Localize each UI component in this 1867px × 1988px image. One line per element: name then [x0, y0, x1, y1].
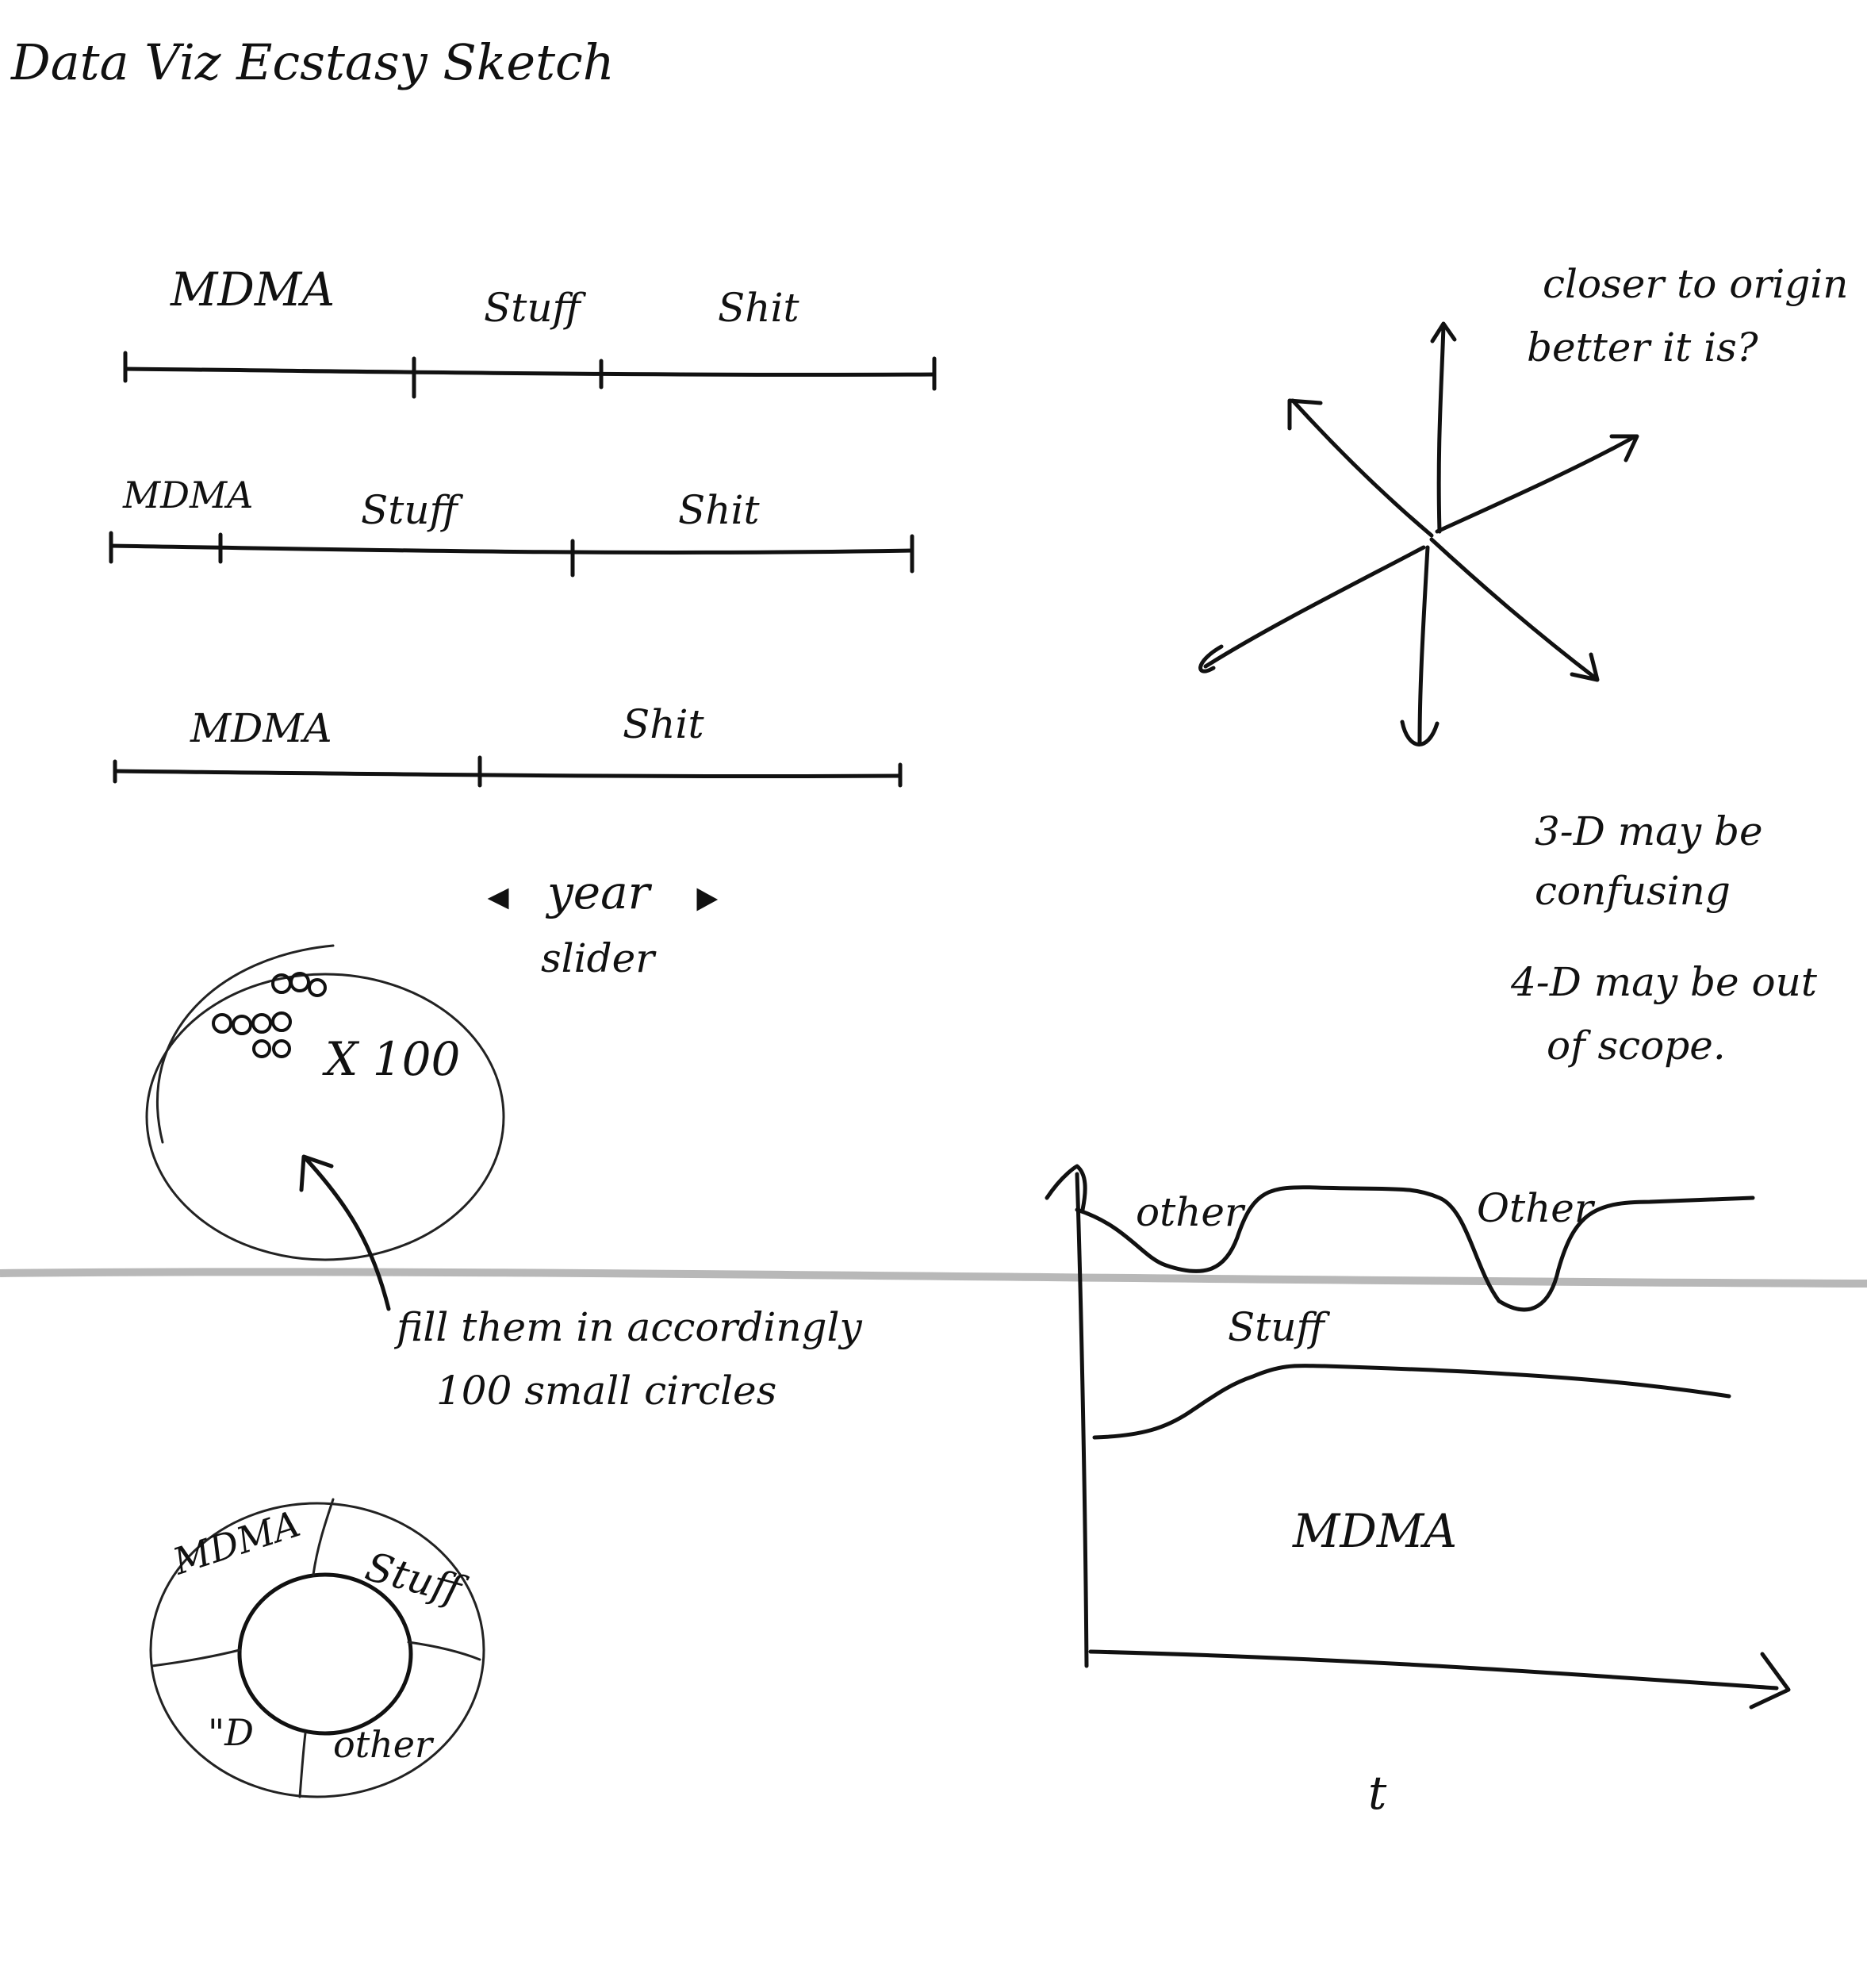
small-circle: [289, 972, 310, 992]
small-circle: [308, 978, 327, 997]
dot-note-arrowhead: [299, 1154, 334, 1192]
stream-x-axis-label: t: [1368, 1766, 1387, 1820]
timeline-1-axis: [123, 367, 937, 377]
donut-chart: MDMA Stuff other "D: [149, 1498, 485, 1798]
radar-arrow-upper-left: [1287, 398, 1323, 431]
timeline-2-label-stuff: Stuff: [361, 487, 464, 533]
dimension-note-line-4: of scope.: [1547, 1023, 1726, 1069]
paper-fold-line: [0, 1268, 1867, 1288]
dot-note-line-1: fill them in accordingly: [393, 1304, 863, 1350]
radar-axis-up: [1436, 323, 1446, 534]
timeline-1: MDMA Stuff Shit: [123, 263, 937, 399]
radar-note-line-1: closer to origin: [1543, 261, 1848, 307]
timeline-3: MDMA Shit: [113, 701, 903, 788]
donut-label-other: other: [333, 1723, 435, 1766]
dot-note-arrow: [303, 1156, 391, 1311]
dot-note-line-2: 100 small circles: [436, 1368, 776, 1414]
radar-arrow-down: [1400, 720, 1440, 746]
donut-divider-right: [407, 1641, 481, 1661]
donut-divider-top: [312, 1498, 335, 1576]
dot-circle: X 100: [145, 944, 505, 1311]
stream-chart: other Other Stuff MDMA t: [1045, 1164, 1791, 1820]
donut-label-drug: "D: [208, 1711, 254, 1754]
small-circle: [212, 1013, 232, 1034]
timeline-1-label-stuff: Stuff: [484, 285, 587, 331]
stream-label-stuff: Stuff: [1228, 1304, 1331, 1350]
radar-arrow-up: [1430, 321, 1457, 343]
dimension-note-line-1: 3-D may be: [1535, 808, 1763, 854]
sketch-title: Data Viz Ecstasy Sketch: [10, 33, 615, 91]
stream-y-axis-arrow: [1045, 1164, 1087, 1212]
stream-top-boundary: [1075, 1185, 1755, 1312]
stream-x-axis-arrow: [1749, 1652, 1791, 1710]
timeline-1-label-shit: Shit: [718, 285, 799, 331]
donut-outer-ring: [149, 1502, 485, 1798]
slider-right-arrow-icon[interactable]: [696, 888, 719, 911]
stream-middle-boundary: [1092, 1364, 1731, 1440]
stream-label-other-left: other: [1136, 1189, 1246, 1235]
dot-circle-outline: [145, 973, 505, 1261]
year-slider[interactable]: year slider: [487, 865, 719, 981]
timeline-3-label-shit: Shit: [623, 701, 704, 747]
timeline-2: MDMA Stuff Shit: [109, 474, 914, 578]
radar-axes: [1198, 321, 1639, 746]
small-circle: [272, 1039, 291, 1058]
donut-divider-left: [151, 1648, 241, 1668]
timeline-2-label-mdma: MDMA: [122, 474, 253, 516]
dimension-note-line-3: 4-D may be out: [1510, 959, 1818, 1005]
radar-note-line-2: better it is?: [1527, 324, 1759, 370]
donut-label-stuff: Stuff: [361, 1544, 472, 1615]
donut-inner-ring: [237, 1572, 413, 1736]
timeline-2-axis: [109, 543, 914, 555]
dot-circle-multiplier: X 100: [322, 1032, 460, 1086]
dot-circle-outline-overstroke: [156, 944, 335, 1144]
stream-label-mdma: MDMA: [1292, 1504, 1457, 1558]
donut-divider-bottom: [298, 1732, 307, 1798]
stream-y-axis: [1075, 1172, 1089, 1668]
timeline-3-label-mdma: MDMA: [190, 705, 332, 751]
radar-axis-upper-left: [1290, 398, 1434, 538]
dimension-note-line-2: confusing: [1535, 868, 1731, 914]
small-circle: [251, 1013, 272, 1034]
stream-x-axis: [1088, 1649, 1779, 1691]
radar-arrow-upper-right: [1609, 434, 1639, 462]
radar-axis-upper-right: [1435, 434, 1638, 534]
donut-label-mdma: MDMA: [167, 1502, 305, 1583]
small-circle: [271, 1011, 292, 1032]
stream-label-other-right: Other: [1477, 1185, 1596, 1231]
small-circles-cluster: [212, 972, 327, 1058]
year-slider-label-1: year: [545, 865, 653, 919]
small-circle: [252, 1039, 271, 1058]
timeline-2-label-shit: Shit: [678, 487, 760, 533]
slider-left-arrow-icon[interactable]: [487, 888, 509, 910]
radar-arrow-lower-right: [1570, 652, 1600, 682]
timeline-3-axis: [113, 769, 903, 779]
small-circle: [232, 1015, 252, 1035]
radar-axis-lower-right: [1429, 537, 1598, 681]
radar-arrow-lower-left: [1198, 644, 1224, 674]
radar-axis-lower-left: [1203, 545, 1426, 669]
year-slider-label-2: slider: [541, 935, 657, 981]
timeline-1-label-mdma: MDMA: [170, 263, 335, 317]
radar-axis-down: [1417, 545, 1430, 744]
